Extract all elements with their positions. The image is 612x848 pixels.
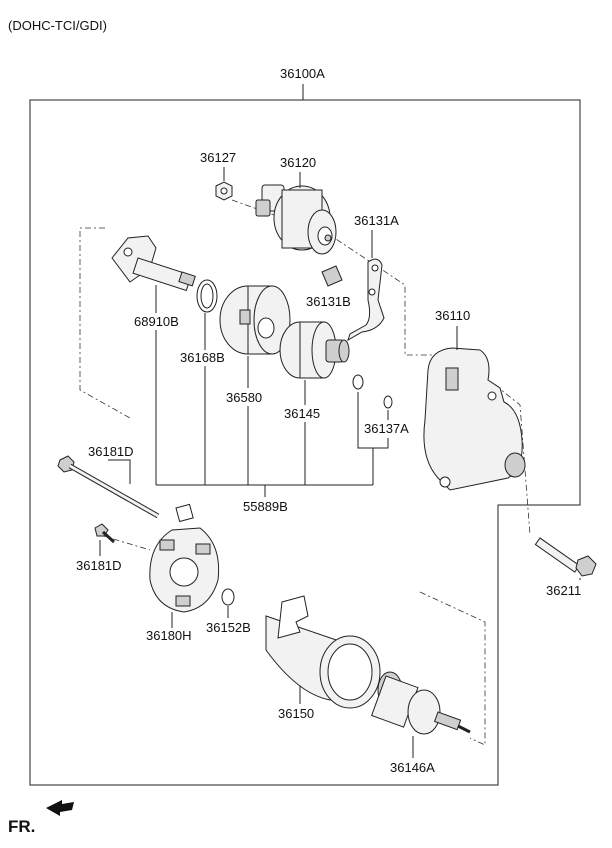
lever-label: 36131A: [354, 213, 399, 228]
assembly-boundary: [29, 99, 581, 786]
retainer-part: [383, 395, 393, 409]
lever-part: [347, 258, 385, 342]
brush-holder-label: 36180H: [146, 628, 192, 643]
yoke-label: 36150: [278, 706, 314, 721]
bracket-shaft-label: 68910B: [134, 314, 179, 329]
guide-line-brush: [99, 534, 151, 551]
front-housing-part: [423, 347, 526, 491]
plunger-pin-part: [321, 265, 343, 287]
mount-bolt-label: 36211: [546, 583, 581, 598]
bracket-shaft-part: [111, 235, 196, 292]
front-direction-label: FR.: [8, 817, 35, 836]
through-bolt-label: 36181D: [88, 444, 134, 459]
nut-part: [215, 181, 233, 201]
yoke-part: [265, 595, 381, 709]
through-bolt-leader: [108, 459, 131, 484]
shim-ring-part: [196, 279, 218, 313]
brush-holder-part: [149, 503, 220, 613]
through-bolt-part: [57, 455, 160, 519]
brush-screw-part: [94, 523, 116, 544]
solenoid-part: [255, 184, 337, 255]
guide-line-bolt: [494, 384, 531, 536]
engine-variant-label: (DOHC-TCI/GDI): [8, 18, 107, 33]
mount-bolt-part: [534, 537, 597, 577]
armature-label: 36146A: [390, 760, 435, 775]
front-housing-label: 36110: [435, 308, 470, 323]
armature-part: [370, 671, 471, 735]
washer-part: [221, 588, 235, 606]
small-ring-part: [352, 374, 364, 390]
gear-kit-bracket: [155, 330, 389, 497]
gear-housing-label: 36580: [226, 390, 262, 405]
shim-ring-label: 36168B: [180, 350, 225, 365]
assembly-code: 36100A: [280, 66, 325, 81]
solenoid-label: 36120: [280, 155, 316, 170]
front-direction-arrow-icon: [46, 800, 74, 816]
gear-housing-part: [219, 285, 291, 355]
clutch-part: [279, 321, 350, 379]
nut-label: 36127: [200, 150, 236, 165]
clutch-label: 36145: [284, 406, 320, 421]
guide-line-left: [79, 227, 131, 419]
retainer-label: 36137A: [364, 421, 409, 436]
brush-screw-label: 36181D: [76, 558, 122, 573]
washer-label: 36152B: [206, 620, 251, 635]
plunger-pin-label: 36131B: [306, 294, 351, 309]
gear-kit-label: 55889B: [243, 499, 288, 514]
guide-line-solenoid: [231, 199, 440, 356]
